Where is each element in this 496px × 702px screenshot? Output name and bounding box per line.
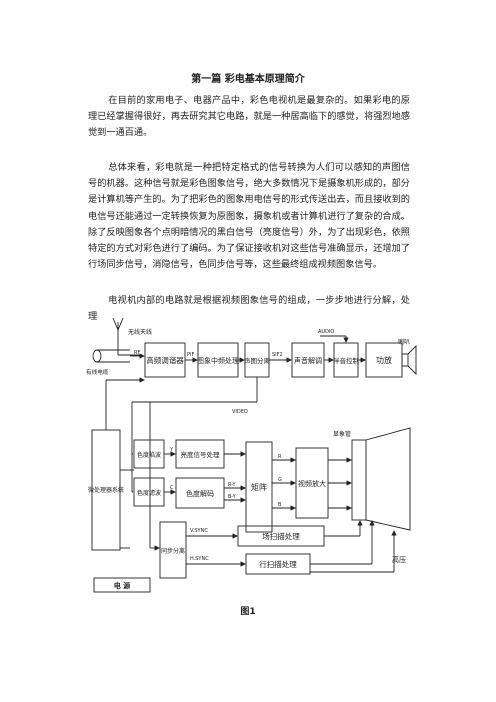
crt-label: 显象管: [333, 430, 351, 438]
chroma-decode-box: 色度解码: [186, 489, 214, 498]
ry-label: R-Y: [228, 482, 236, 488]
micro-box: 微处理器系统: [88, 486, 124, 494]
power-box: 电 源: [114, 581, 130, 590]
g-label: G: [278, 477, 282, 483]
amp-box: 功放: [376, 355, 392, 365]
cable-label: 有线电缆: [86, 368, 109, 376]
v-scan-box: 场扫描处理: [262, 531, 300, 541]
pif-label: PIF: [187, 352, 194, 358]
r-label: R: [278, 454, 282, 460]
paragraph-3: 电视机内部的电路就是根据视频图象信号的组成，一步步地进行分解，处理: [88, 295, 410, 323]
paragraph-1: 在目前的家用电子、电器产品中，彩色电视机是最复杂的。如果彩电的原理已经掌握得很好…: [88, 95, 410, 139]
if-proc-box: 图象中频处理: [197, 356, 239, 365]
sync-sep-box: 同步分离: [161, 547, 185, 555]
h-scan-box: 行扫描处理: [259, 559, 297, 569]
video-label: VIDEO: [232, 409, 248, 415]
chroma-trap-box: 色度陷波: [137, 451, 161, 459]
rf-label: RF: [134, 350, 140, 356]
page-title: 第一篇 彩电基本原理简介: [191, 74, 305, 85]
cable-icon: [92, 349, 102, 363]
by-label: B-Y: [228, 494, 237, 500]
video-amp-box: 视频放大: [298, 479, 326, 488]
c-label: C: [170, 485, 174, 491]
speaker-icon: [401, 353, 409, 367]
paragraph-2: 总体来看，彩电就是一种把特定格式的信号转换为人们可以感知的声图信号的机器。这种信…: [88, 162, 410, 271]
sif-label: SIF2: [272, 352, 283, 358]
vsync-label: V.SYNC: [190, 528, 208, 534]
crt-icon: [351, 439, 367, 521]
hsync-label: H.SYNC: [190, 556, 209, 562]
audio-label: AUDIO: [318, 329, 334, 335]
matrix-box: 矩阵: [251, 482, 267, 492]
tuner-box: 高频调谐器: [146, 355, 184, 365]
sound-sep-box: 声图分离: [244, 356, 271, 365]
y-label: Y: [169, 447, 174, 453]
hv-label: 高压: [392, 555, 406, 564]
luma-proc-box: 亮度信号处理: [181, 450, 221, 459]
audio-ctrl-box: 伴音控制: [333, 356, 360, 365]
b-label: B: [278, 502, 282, 508]
antenna-label: 无线天线: [128, 328, 152, 336]
speaker-label: 喇叭: [398, 338, 410, 346]
sound-demod-box: 声音解调: [294, 356, 322, 365]
figure-caption: 图1: [240, 607, 256, 617]
chroma-filter-box: 色度滤波: [137, 489, 161, 497]
